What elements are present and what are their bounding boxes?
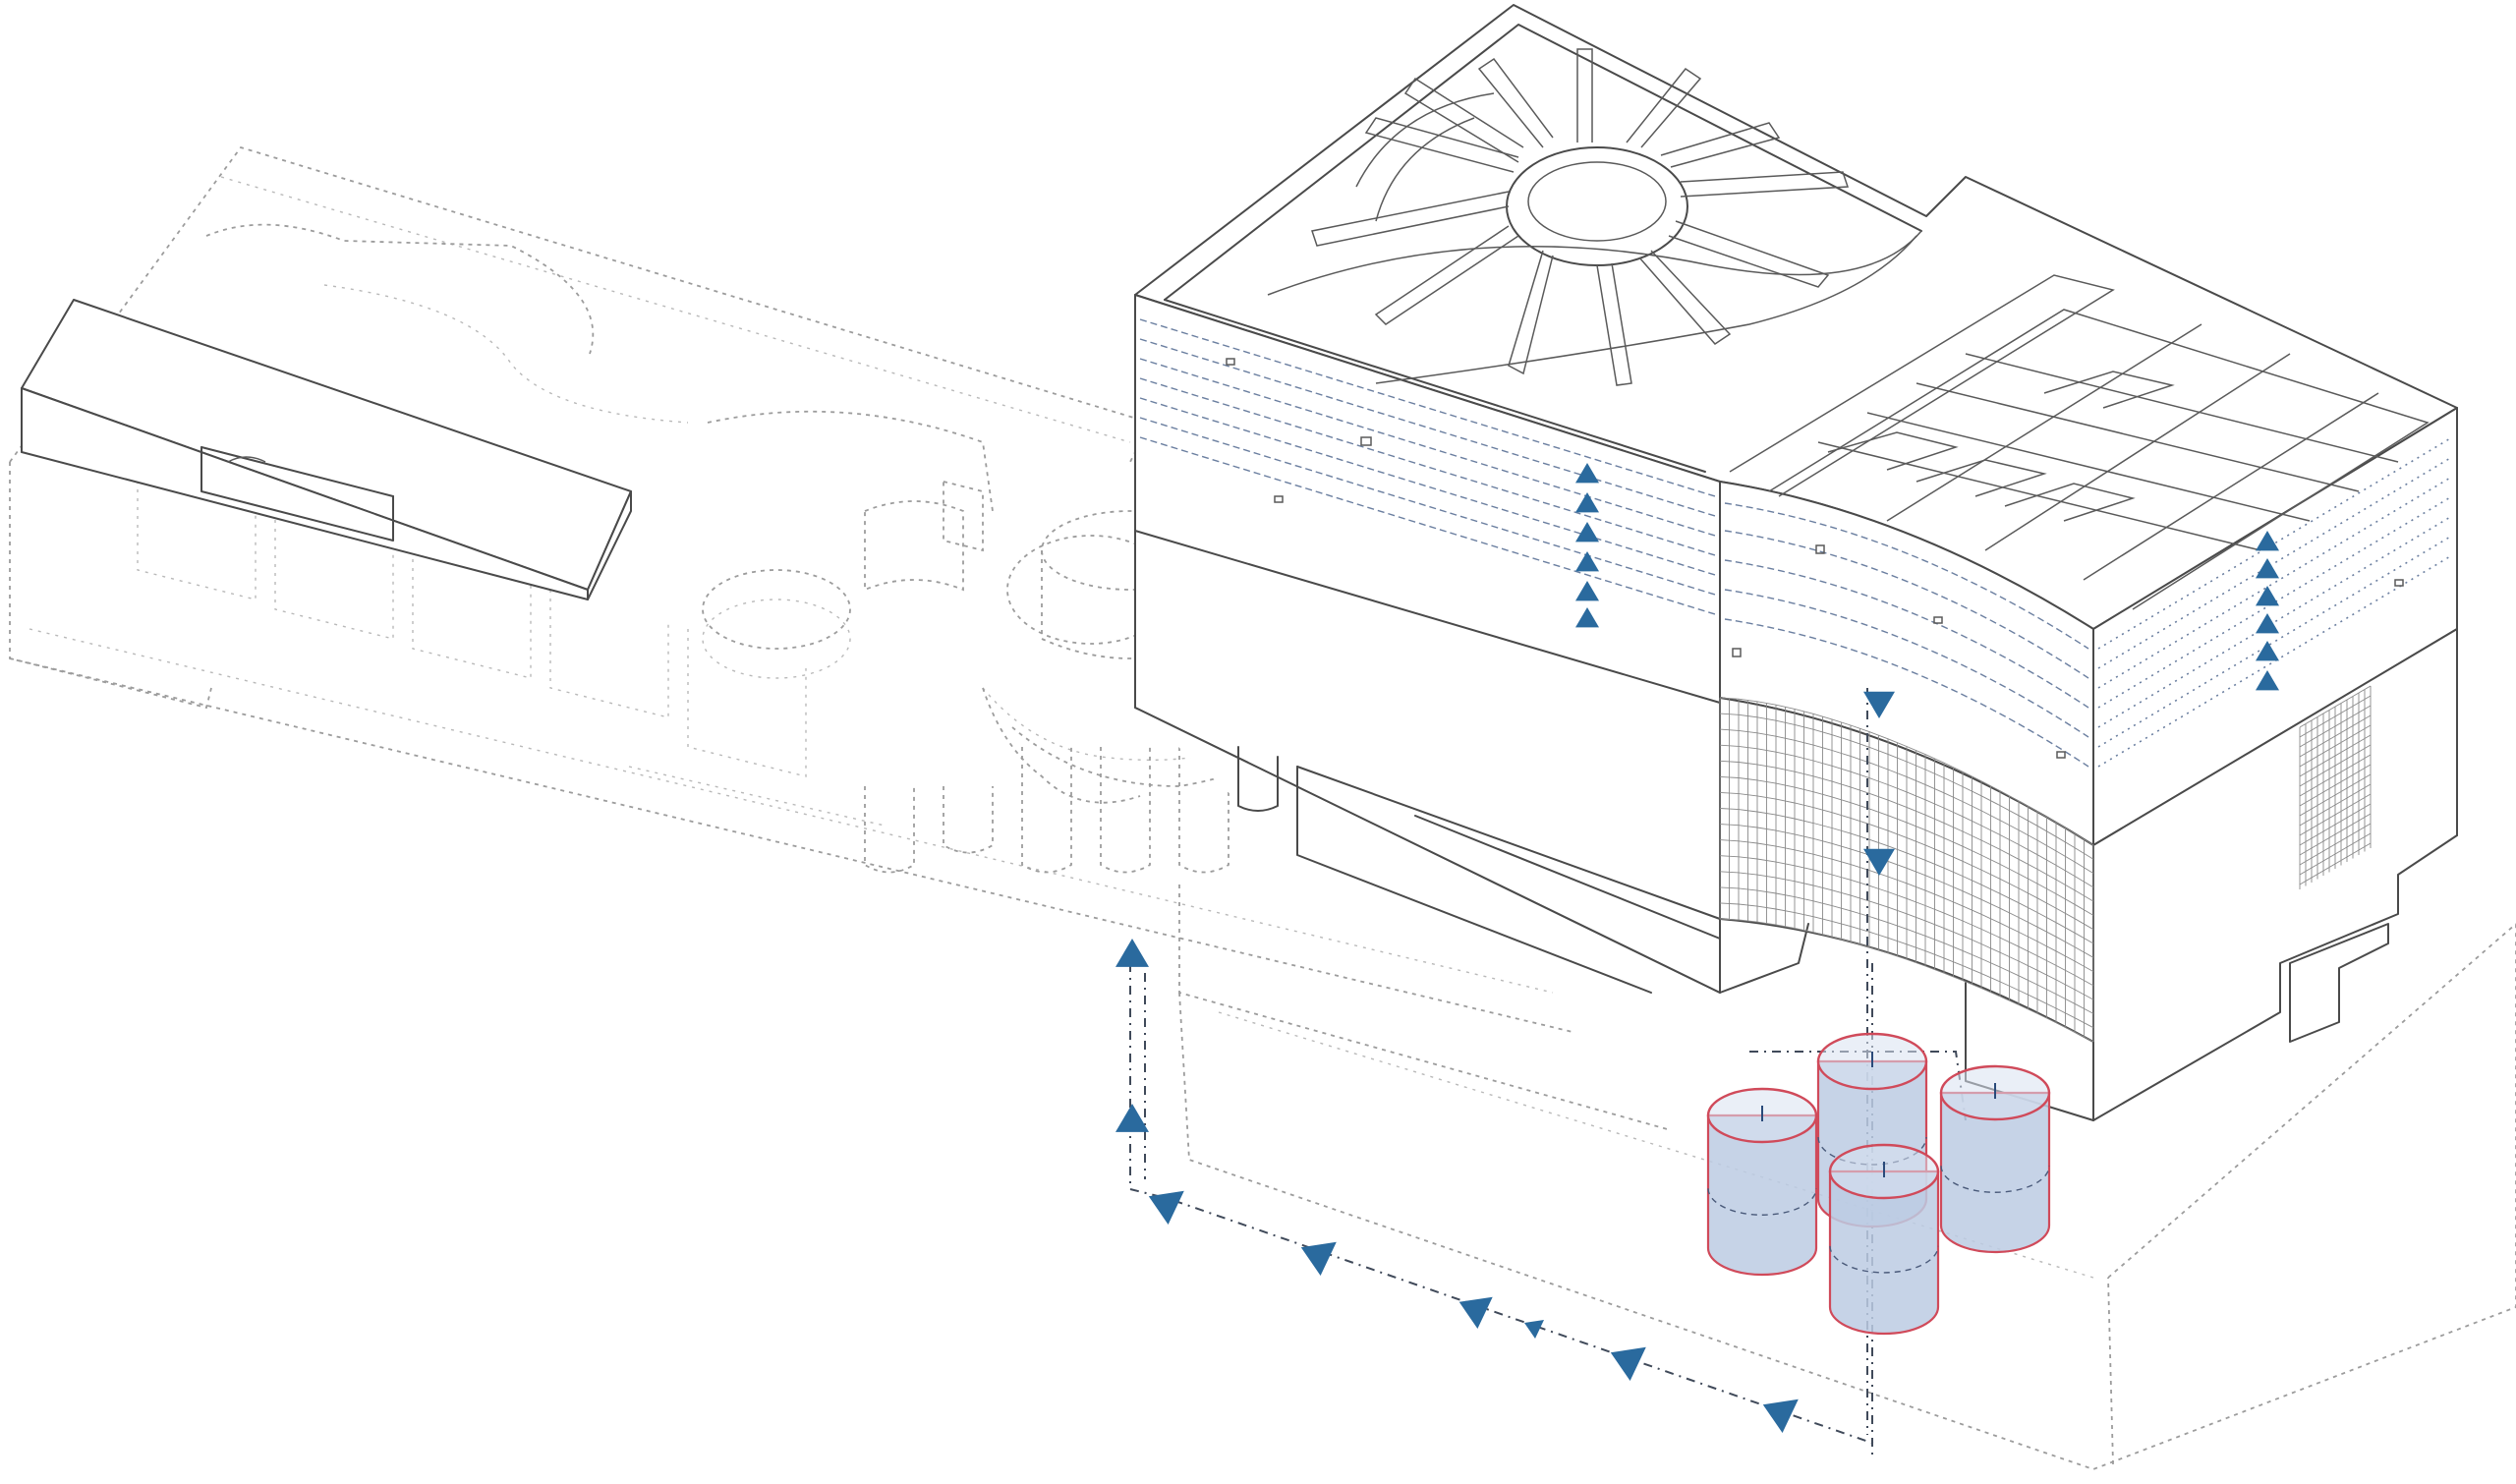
grid-transom bbox=[1719, 697, 2094, 846]
tank-b bbox=[1706, 1087, 1818, 1277]
side-grid-line bbox=[2299, 734, 2372, 777]
side-grid-line bbox=[2299, 823, 2372, 866]
grid-transom bbox=[1719, 918, 2094, 1043]
triangle-arrow-icon bbox=[2256, 558, 2279, 579]
arrows bbox=[1115, 463, 2279, 1433]
side-grid-line bbox=[2299, 764, 2372, 807]
window-marks bbox=[1226, 358, 2404, 759]
grid-transom bbox=[1719, 824, 2094, 958]
side-grid-line bbox=[2299, 793, 2372, 836]
side-grid-line bbox=[2299, 803, 2372, 846]
side-grid bbox=[2299, 685, 2372, 889]
tank-level-line bbox=[1940, 1166, 2050, 1193]
tank-level-line bbox=[1829, 1245, 1939, 1274]
tank-body bbox=[1828, 1170, 1940, 1336]
facade-grid bbox=[1719, 697, 2094, 1043]
grid-transom bbox=[1719, 713, 2094, 860]
triangle-arrow-icon bbox=[2256, 586, 2279, 606]
side-grid-line bbox=[2299, 813, 2372, 856]
triangle-arrow-icon bbox=[1610, 1346, 1646, 1381]
triangle-arrow-icon bbox=[1762, 1398, 1799, 1433]
side-grid-line bbox=[2299, 754, 2372, 797]
grid-transom bbox=[1719, 775, 2094, 916]
triangle-arrow-icon bbox=[1458, 1296, 1493, 1329]
side-grid-line bbox=[2299, 773, 2372, 817]
side-grid-line bbox=[2299, 832, 2372, 876]
triangle-arrow-icon bbox=[2256, 531, 2279, 551]
side-grid-line bbox=[2299, 744, 2372, 787]
roof-frame bbox=[1729, 274, 2430, 610]
tank-level-line bbox=[1707, 1188, 1817, 1216]
grid-transom bbox=[1719, 808, 2094, 944]
roof-skylight bbox=[1267, 48, 1922, 386]
triangle-arrow-icon bbox=[1863, 848, 1895, 876]
main-block bbox=[1134, 4, 2458, 1121]
triangle-arrow-icon bbox=[2256, 613, 2279, 634]
side-grid-line bbox=[2299, 842, 2372, 885]
triangle-arrow-icon bbox=[1575, 551, 1599, 572]
tank-body bbox=[1939, 1091, 2051, 1254]
grid-transom bbox=[1719, 760, 2094, 902]
triangle-arrow-icon bbox=[1863, 691, 1895, 718]
facade-bands bbox=[1139, 318, 2453, 768]
triangle-arrow-icon bbox=[1575, 607, 1599, 628]
tank-body bbox=[1706, 1113, 1818, 1277]
triangle-arrow-icon bbox=[1524, 1320, 1544, 1339]
triangle-arrow-icon bbox=[1575, 463, 1599, 484]
side-grid-line bbox=[2299, 783, 2372, 827]
grid-transom bbox=[1719, 886, 2094, 1014]
triangle-arrow-icon bbox=[1300, 1241, 1337, 1276]
triangle-arrow-icon bbox=[1575, 581, 1599, 601]
triangle-arrow-icon bbox=[1575, 492, 1599, 513]
annex-block bbox=[21, 299, 632, 600]
tanks bbox=[1706, 1032, 2051, 1336]
triangle-arrow-icon bbox=[1115, 939, 1149, 967]
grid-transom bbox=[1719, 839, 2094, 972]
grid-transom bbox=[1719, 791, 2094, 931]
grid-transom bbox=[1719, 855, 2094, 987]
side-grid-line bbox=[2299, 695, 2372, 738]
side-grid-line bbox=[2299, 685, 2372, 728]
grid-transom bbox=[1719, 744, 2094, 888]
triangle-arrow-icon bbox=[1115, 1104, 1149, 1132]
triangle-arrow-icon bbox=[2256, 641, 2279, 661]
grid-transom bbox=[1719, 871, 2094, 1000]
triangle-arrow-icon bbox=[1148, 1190, 1184, 1225]
side-grid-line bbox=[2299, 714, 2372, 758]
grid-transom bbox=[1719, 902, 2094, 1029]
tank-d bbox=[1828, 1143, 1940, 1336]
triangle-arrow-icon bbox=[2256, 670, 2279, 691]
side-grid-line bbox=[2299, 724, 2372, 768]
grid-transom bbox=[1719, 728, 2094, 874]
side-grid-line bbox=[2299, 705, 2372, 748]
tank-c bbox=[1939, 1064, 2051, 1254]
triangle-arrow-icon bbox=[1575, 522, 1599, 542]
